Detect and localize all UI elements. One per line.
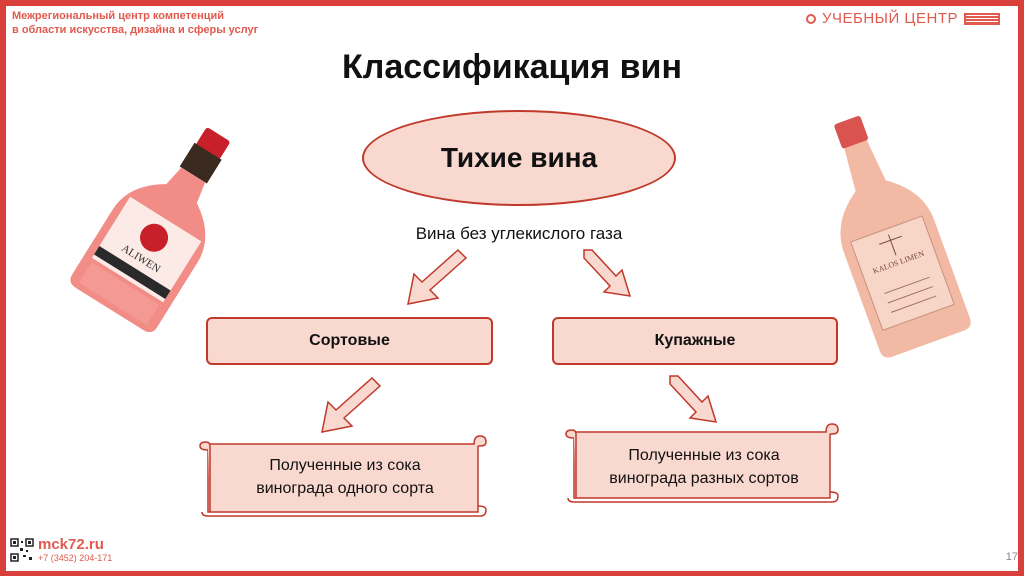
varietal-description-line-1: Полученные из сока <box>269 457 421 474</box>
arrow-down-right-icon <box>583 249 632 297</box>
footer-phone: +7 (3452) 204-171 <box>38 553 113 563</box>
blended-description-line-2: винограда разных сортов <box>609 470 799 487</box>
brand-text: УЧЕБНЫЙ ЦЕНТР <box>821 10 958 27</box>
main-category-label: Тихие вина <box>440 142 598 173</box>
arrow-down-right-icon <box>669 375 718 423</box>
rose-wine-bottle-left: ALIWEN <box>70 127 230 332</box>
varietal-description-line-2: винограда одного сорта <box>256 480 434 497</box>
varietal-label: Сортовые <box>309 332 390 349</box>
blended-description-line-1: Полученные из сока <box>628 447 780 464</box>
footer-website[interactable]: mck72.ru <box>38 536 104 553</box>
arrow-down-left-icon <box>321 376 382 433</box>
page-number: 17 <box>1005 551 1018 563</box>
org-line-1: Межрегиональный центр компетенций <box>12 10 225 22</box>
slide-title: Классификация вин <box>342 48 682 86</box>
category-description: Вина без углекислого газа <box>415 224 623 243</box>
qr-code-icon <box>10 538 34 562</box>
brand-circle-icon <box>805 13 816 24</box>
varietal-scroll-banner <box>199 435 487 517</box>
org-name: Межрегиональный центр компетенций в обла… <box>12 9 258 37</box>
blended-box: Купажные <box>552 317 838 365</box>
brand-tag-icon <box>964 12 1000 25</box>
blended-description: Полученные из сока винограда разных сорт… <box>576 444 832 490</box>
varietal-description: Полученные из сока винограда одного сорт… <box>210 454 480 500</box>
blended-label: Купажные <box>654 332 736 349</box>
arrow-down-left-icon <box>407 248 468 305</box>
brand-logo: УЧЕБНЫЙ ЦЕНТР <box>805 10 1000 27</box>
blended-scroll-banner <box>565 423 839 503</box>
rose-wine-bottle-right: KALOS LIMEN <box>834 116 971 358</box>
main-category-ellipse: Тихие вина <box>362 110 676 206</box>
org-line-2: в области искусства, дизайна и сферы усл… <box>12 24 259 36</box>
varietal-box: Сортовые <box>206 317 493 365</box>
